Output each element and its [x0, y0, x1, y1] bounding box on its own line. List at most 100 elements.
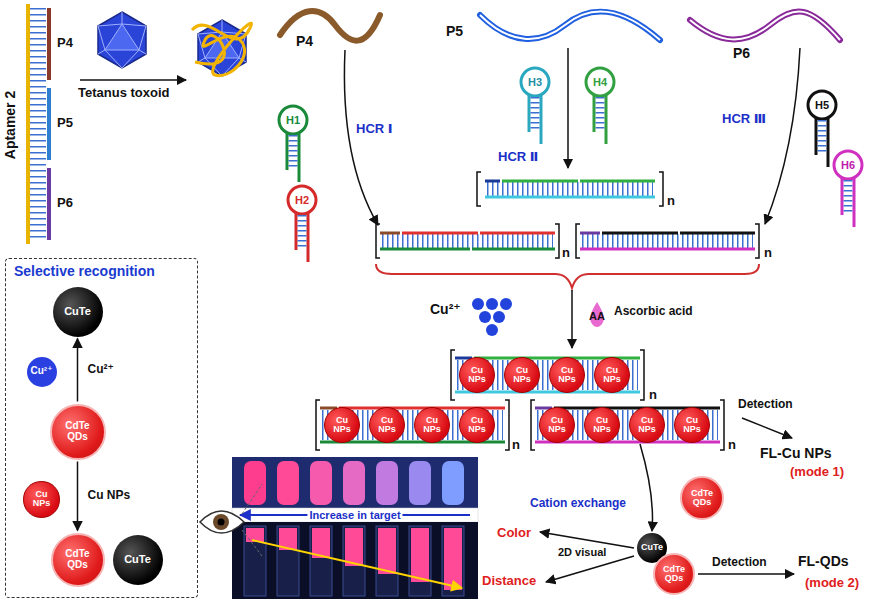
cu-nanoparticle: Cu NPs	[539, 407, 575, 443]
particle-label: Cu NPs	[589, 416, 615, 435]
tetanus-toxoid-icon-part	[98, 12, 146, 68]
particle-label: Cu NPs	[544, 416, 570, 435]
dna-duplexes-part	[485, 196, 655, 199]
target-label: Tetanus toxoid	[78, 86, 169, 100]
particle-label: Cu NPs	[464, 366, 490, 385]
cu-nanoparticle: Cu NPs	[549, 357, 585, 393]
step-label: 2D visual	[556, 546, 608, 558]
hairpin-probes-part	[605, 94, 608, 144]
mode-label: (mode 1)	[790, 465, 844, 479]
merge-brace	[376, 264, 759, 348]
cute-particle: CuTe	[53, 287, 103, 337]
photo-color-part	[442, 461, 464, 505]
toxoid-aptamer-complex-part	[192, 23, 252, 76]
readout-label: Color	[497, 526, 531, 540]
hcr-arrows-part	[765, 48, 800, 224]
hairpin-probes-part	[586, 68, 614, 144]
particle-label: CdTe QDs	[686, 489, 718, 508]
photo-distance-part	[378, 528, 396, 574]
hairpin-label: H2	[295, 194, 309, 206]
dna-duplexes-part	[576, 224, 759, 258]
aptamer-strand-part	[47, 8, 51, 80]
readout-label: Distance	[482, 574, 536, 588]
photo-distance-part	[376, 526, 398, 596]
hairpin-probes-part	[286, 132, 289, 170]
photo-distance-part	[345, 528, 363, 566]
hairpin-probes-part	[279, 106, 307, 134]
particle-label: Cu NPs	[464, 416, 490, 435]
dna-duplexes-part	[480, 232, 555, 235]
dashed-panel: Selective recognitionCuTeCu²⁺CdTe QDsCu …	[5, 258, 198, 598]
photo-distance-part	[232, 522, 478, 599]
dna-duplexes-part	[487, 182, 653, 196]
repeat-index: n	[512, 438, 520, 452]
particle-label: CdTe QDs	[659, 565, 689, 584]
hairpin-probes-part	[295, 212, 298, 250]
dna-duplexes-part	[472, 248, 555, 251]
repeat-index: n	[667, 194, 675, 208]
aptamer-strand-part	[47, 88, 51, 160]
hairpin-label: H5	[815, 99, 829, 111]
probe-label: P4	[57, 36, 73, 50]
hairpin-probes-part	[815, 117, 818, 155]
cu-nanoparticle: Cu NPs	[629, 407, 665, 443]
hairpin-probes-part	[279, 106, 307, 182]
cute-particle: CuTe	[113, 535, 163, 585]
particle-label: Cu NPs	[599, 366, 625, 385]
hairpin-probes	[279, 68, 862, 262]
dna-duplexes-part	[680, 232, 755, 235]
photo-distance-part	[411, 528, 429, 582]
observer-eye-part	[242, 530, 262, 556]
aptamer-label: Aptamer 2	[3, 91, 18, 159]
reagent-label: AA	[589, 310, 605, 322]
hairpin-probes-part	[834, 151, 862, 179]
hairpin-probes-part	[808, 91, 836, 167]
particle-label: Cu NPs	[679, 416, 705, 435]
edge-label: Cu²⁺	[86, 363, 116, 376]
hairpin-probes-part	[596, 97, 605, 131]
observer-eye-part	[242, 484, 262, 514]
observer-eye-part	[218, 519, 225, 526]
copper-ion: Cu²⁺	[27, 357, 57, 387]
tetanus-toxoid-icon-part	[98, 12, 146, 68]
aptamer-strand-part	[47, 168, 51, 240]
hairpin-probes-part	[841, 177, 844, 215]
photo-distance-part	[252, 540, 462, 588]
hairpin-label: H6	[841, 159, 855, 171]
photo-distance	[232, 522, 478, 599]
aptamer-strand-part	[30, 8, 46, 240]
photo-color-part	[244, 461, 266, 505]
released-strands-part	[280, 11, 380, 41]
binding-arrow	[80, 80, 186, 81]
hairpin-probes-part	[521, 68, 549, 144]
tetanus-toxoid-icon	[98, 12, 146, 68]
process-arrows-part	[698, 573, 794, 575]
particle-label: Cu NPs	[374, 416, 400, 435]
panel-title: Selective recognition	[6, 259, 163, 283]
mode-label: (mode 2)	[805, 576, 859, 590]
tetanus-toxoid-icon-part	[105, 24, 139, 50]
hairpin-probes-part	[521, 68, 549, 96]
copper-ions-part	[500, 298, 512, 310]
arrow-connector	[77, 339, 79, 402]
cu-nanoparticle: Cu NPs	[324, 407, 360, 443]
dna-duplexes-part	[602, 232, 678, 235]
hairpin-probes-part	[808, 91, 836, 119]
cu-nanoparticle: Cu NPs	[584, 407, 620, 443]
dna-duplexes-part	[580, 232, 600, 235]
particle-label: Cu NPs	[419, 416, 445, 435]
hairpin-probes-part	[586, 68, 614, 96]
hcr-arrows	[344, 48, 800, 225]
cu-nanoparticle: Cu NPs	[459, 407, 495, 443]
photo-color-part	[409, 461, 431, 505]
process-arrows-part	[742, 418, 792, 438]
particle-label: Cu NPs	[634, 416, 660, 435]
hairpin-probes-part	[307, 212, 310, 262]
hairpin-probes-part	[298, 132, 301, 182]
probe-label: P6	[57, 196, 73, 210]
released-strands-part	[480, 11, 660, 40]
process-arrows-part	[640, 444, 653, 531]
particle-label: Cu NPs	[509, 366, 535, 385]
dna-duplexes-part	[582, 234, 753, 248]
